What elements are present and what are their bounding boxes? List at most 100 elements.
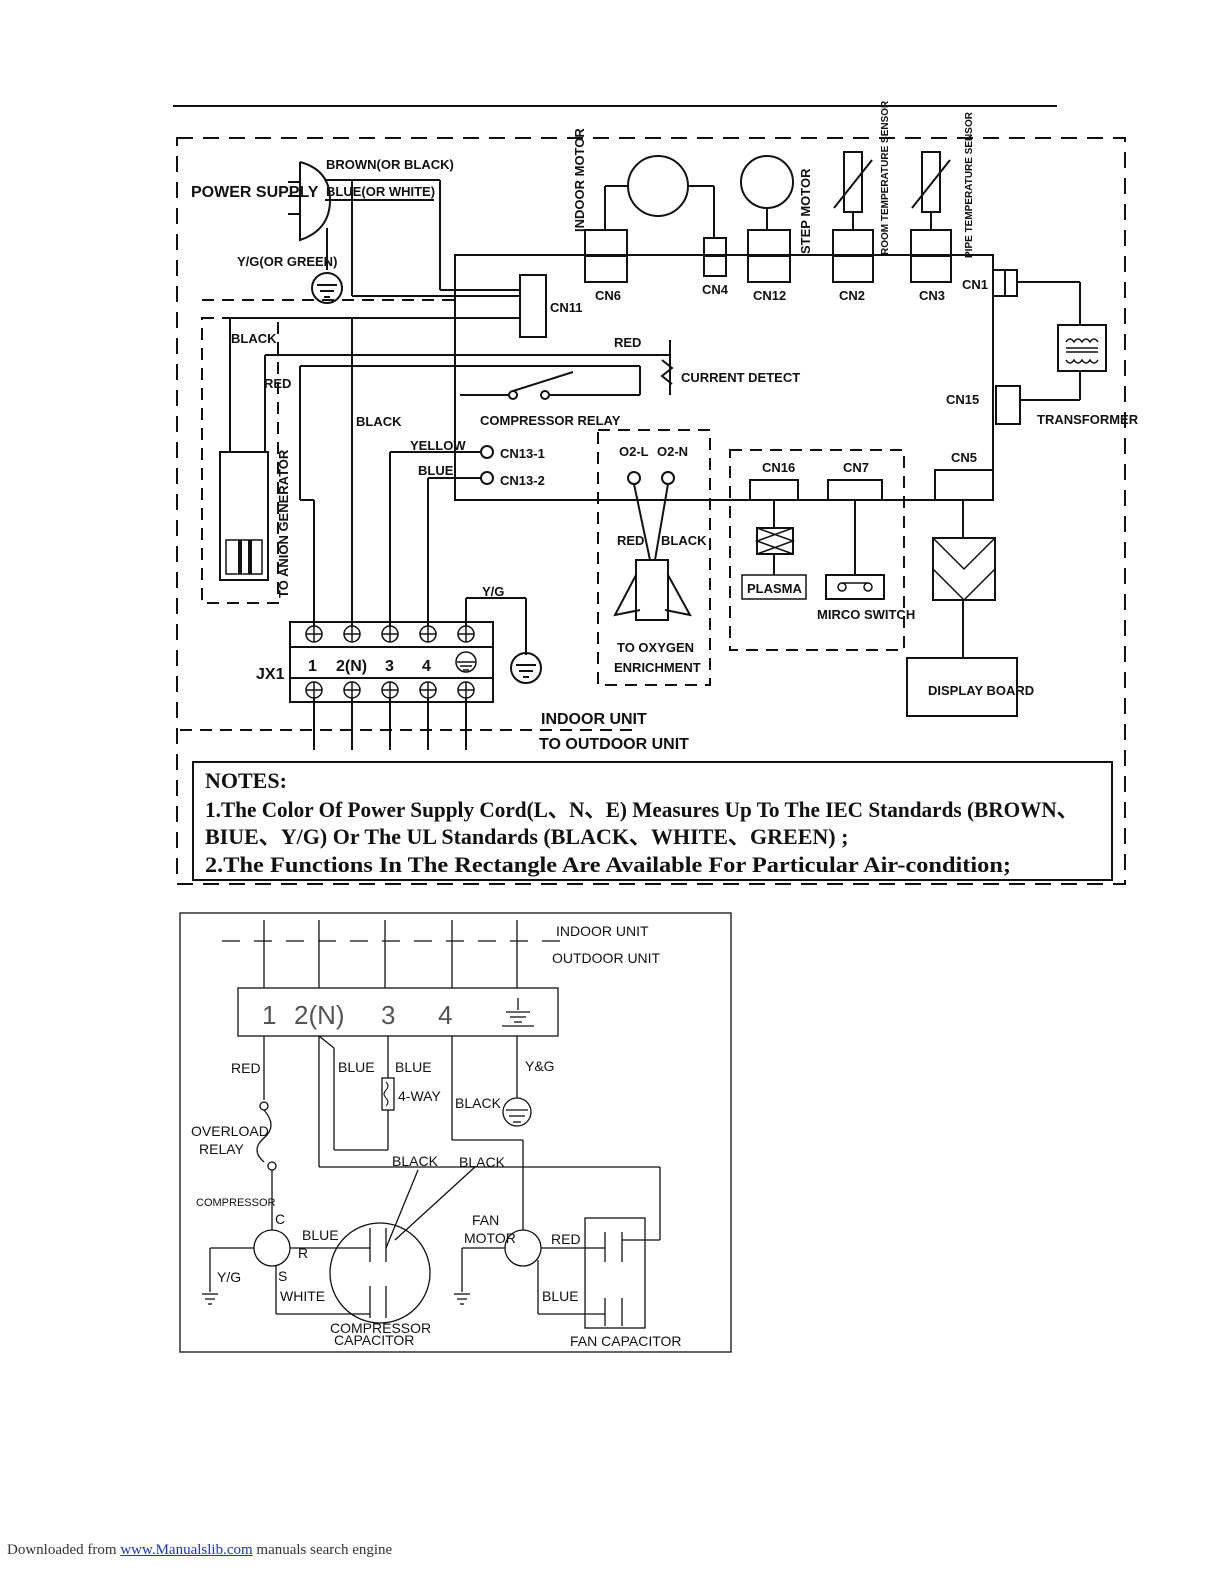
cn13-1-terminal [480, 445, 494, 459]
outdoor-terminal-strip [237, 987, 559, 1037]
label-cn5: CN5 [951, 450, 977, 465]
display-board-box [906, 657, 1018, 717]
cn5-connector [934, 469, 994, 501]
label-outdoor-t2: 2(N) [294, 1000, 345, 1030]
cn11-connector [519, 274, 547, 338]
label-cn13-2: CN13-2 [500, 473, 545, 488]
label-compressor-capacitor-1: COMPRESSOR [330, 1320, 431, 1336]
indoor-wiring-diagram [176, 137, 1126, 885]
label-display-board: DISPLAY BOARD [928, 683, 1034, 698]
label-fan: FAN [472, 1212, 499, 1228]
current-detect-icon [660, 359, 674, 385]
outdoor-ground-icon [502, 1097, 532, 1127]
label-term-4: 4 [422, 658, 431, 675]
label-fan-capacitor: FAN CAPACITOR [570, 1333, 682, 1349]
label-outdoor-indoor-unit: INDOOR UNIT [556, 923, 649, 939]
label-cn16: CN16 [762, 460, 795, 475]
compressor-capacitor-icon [329, 1222, 431, 1324]
label-indoor-unit: INDOOR UNIT [541, 711, 647, 728]
cn13-2-terminal [480, 471, 494, 485]
label-cn2: CN2 [839, 288, 865, 303]
label-black-3: BLACK [661, 533, 707, 548]
cn15-connector [995, 385, 1021, 425]
notes-title: NOTES: [205, 768, 287, 793]
label-enrichment: ENRICHMENT [614, 660, 701, 675]
label-o2-n: O2-N [657, 444, 688, 459]
label-relay: RELAY [199, 1141, 245, 1157]
label-to-oxygen: TO OXYGEN [617, 640, 694, 655]
label-cn1: CN1 [962, 277, 988, 292]
label-cn13-1: CN13-1 [500, 446, 545, 461]
label-outdoor-red: RED [231, 1060, 261, 1076]
label-outdoor-blue-4: BLUE [542, 1288, 579, 1304]
label-outdoor-outdoor-unit: OUTDOOR UNIT [552, 950, 661, 966]
label-cn15: CN15 [946, 392, 979, 407]
label-red-2: RED [614, 335, 641, 350]
label-outdoor-yg: Y&G [525, 1058, 555, 1074]
label-outdoor-black-2: BLACK [392, 1153, 439, 1169]
label-cn6: CN6 [595, 288, 621, 303]
label-term-3: 3 [385, 658, 394, 675]
label-yg: Y/G(OR GREEN) [237, 254, 337, 269]
label-red-3: RED [617, 533, 644, 548]
footer-prefix: Downloaded from [7, 1542, 117, 1558]
outdoor-diagram-frame [179, 912, 732, 1353]
label-transformer: TRANSFORMER [1037, 412, 1139, 427]
label-term-2: 2(N) [336, 658, 367, 675]
label-power-supply: POWER SUPPLY [191, 184, 319, 201]
label-cn4: CN4 [702, 282, 729, 297]
label-four-way: 4-WAY [398, 1088, 441, 1104]
note-1a: 1.The Color Of Power Supply Cord(L、N、E) … [205, 797, 1078, 822]
outer-dashed-frame [176, 137, 1126, 885]
jx1-terminal-block [289, 621, 494, 703]
label-anion-generator: TO ANION GENERATOR [276, 449, 291, 598]
label-s: S [278, 1268, 287, 1284]
fan-capacitor-icon [584, 1217, 646, 1329]
label-outdoor-t1: 1 [262, 1000, 276, 1030]
label-cn11: CN11 [550, 300, 583, 315]
label-micro-switch: MIRCO SWITCH [817, 607, 915, 622]
oxygen-region [597, 429, 711, 686]
label-step-motor: STEP MOTOR [798, 168, 813, 254]
label-outdoor-blue-1: BLUE [338, 1059, 375, 1075]
micro-switch-icon [825, 574, 885, 600]
label-pipe-sensor: PIPE TEMPERATURE SENSOR [964, 111, 975, 258]
overload-terminal [259, 1101, 269, 1111]
label-cn7: CN7 [843, 460, 869, 475]
label-current-detect: CURRENT DETECT [681, 370, 800, 385]
outdoor-wiring-diagram [179, 912, 732, 1353]
step-motor-icon [740, 155, 794, 209]
note-2: 2.The Functions In The Rectangle Are Ava… [205, 852, 1011, 877]
label-black-2: BLACK [356, 414, 402, 429]
manualslib-link[interactable]: www.Manualslib.com [120, 1542, 253, 1558]
label-blue: BLUE(OR WHITE) [326, 184, 435, 199]
label-outdoor-blue-3: BLUE [302, 1227, 339, 1243]
label-yg-2: Y/G [482, 584, 504, 599]
cn16-connector [749, 479, 799, 501]
label-to-outdoor-unit: TO OUTDOOR UNIT [539, 736, 689, 753]
label-room-sensor: ROOM TEMPERATURE SENSOR [880, 100, 891, 255]
compressor-relay-icon [512, 371, 574, 392]
label-outdoor-red-2: RED [551, 1231, 581, 1247]
notes-box [192, 761, 1113, 881]
label-outdoor-black-1: BLACK [455, 1095, 502, 1111]
label-c: C [275, 1211, 285, 1227]
label-brown: BROWN(OR BLACK) [326, 157, 454, 172]
o2-l-terminal [627, 471, 641, 485]
label-compressor-relay: COMPRESSOR RELAY [480, 413, 621, 428]
plasma-icon [756, 527, 794, 555]
label-overload: OVERLOAD [191, 1123, 269, 1139]
label-compressor: COMPRESSOR [196, 1197, 276, 1209]
indoor-motor-icon [627, 155, 689, 217]
pipe-sensor-icon [921, 151, 941, 213]
ground-icon-2 [510, 652, 542, 684]
label-cn12: CN12 [753, 288, 786, 303]
label-outdoor-t4: 4 [438, 1000, 452, 1030]
overload-relay-icon [256, 1109, 272, 1163]
transformer-icon [1057, 324, 1107, 372]
footer: Downloaded from www.Manualslib.com manua… [7, 1542, 392, 1559]
label-term-1: 1 [308, 658, 317, 675]
label-motor: MOTOR [464, 1230, 516, 1246]
label-yellow: YELLOW [410, 438, 466, 453]
